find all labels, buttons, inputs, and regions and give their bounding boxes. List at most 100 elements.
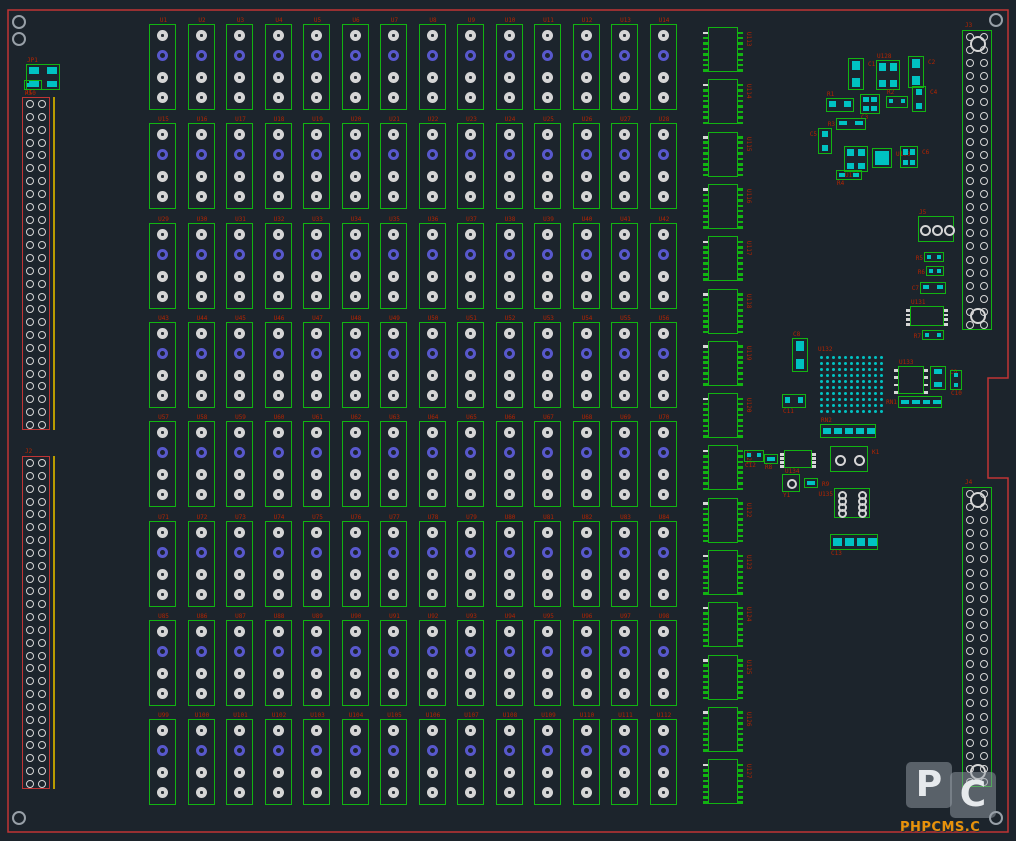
socket-footprint[interactable]: U111 — [611, 712, 638, 806]
component-c4[interactable]: C4 — [912, 86, 937, 112]
component-c9[interactable]: C9 — [930, 366, 957, 390]
socket-footprint[interactable]: U2 — [187, 17, 215, 110]
ic-footprint[interactable]: U113 — [703, 27, 752, 72]
socket-footprint[interactable]: U4 — [264, 17, 292, 110]
socket-footprint[interactable]: U3 — [226, 17, 253, 110]
component-u128[interactable]: U128 — [876, 53, 900, 90]
socket-footprint[interactable]: U48 — [341, 315, 369, 408]
socket-footprint[interactable]: U69 — [611, 414, 638, 508]
socket-footprint[interactable]: U89 — [303, 613, 330, 706]
socket-footprint[interactable]: U96 — [572, 613, 600, 706]
socket-footprint[interactable]: U79 — [457, 514, 484, 607]
ic-footprint[interactable]: U122 — [703, 497, 752, 543]
component-r7[interactable]: R7 — [914, 330, 944, 340]
socket-footprint[interactable]: U101 — [226, 712, 253, 806]
socket-footprint[interactable]: U18 — [264, 116, 292, 210]
socket-footprint[interactable]: U80 — [495, 514, 523, 607]
socket-footprint[interactable]: U7 — [380, 17, 407, 110]
socket-footprint[interactable]: U108 — [495, 712, 523, 806]
socket-footprint[interactable]: U52 — [495, 315, 523, 408]
hole-big[interactable] — [970, 36, 986, 52]
socket-footprint[interactable]: U44 — [187, 315, 215, 408]
component-rn1[interactable]: RN1 — [886, 396, 942, 408]
socket-footprint[interactable]: U71 — [149, 514, 176, 607]
socket-footprint[interactable]: U1 — [149, 17, 176, 110]
component-u135[interactable]: U135 — [819, 488, 870, 518]
component-k1[interactable]: K1 — [830, 446, 879, 472]
socket-footprint[interactable]: U76 — [341, 514, 369, 607]
hole-big[interactable] — [970, 492, 986, 508]
socket-footprint[interactable]: U14 — [649, 17, 677, 110]
socket-footprint[interactable]: U47 — [303, 315, 330, 408]
socket-footprint[interactable]: U10 — [495, 17, 523, 110]
socket-footprint[interactable]: U27 — [611, 116, 638, 210]
socket-footprint[interactable]: U67 — [534, 414, 561, 508]
socket-footprint[interactable]: U72 — [187, 514, 215, 607]
component-jp1[interactable]: JP1 — [26, 57, 60, 90]
socket-footprint[interactable]: U97 — [611, 613, 638, 706]
socket-footprint[interactable]: U75 — [303, 514, 330, 607]
socket-footprint[interactable]: U62 — [341, 414, 369, 508]
socket-footprint[interactable]: U82 — [572, 514, 600, 607]
socket-footprint[interactable]: U43 — [149, 315, 176, 408]
socket-footprint[interactable]: U37 — [457, 216, 484, 309]
ic-footprint[interactable]: U127 — [703, 759, 752, 805]
socket-footprint[interactable]: U32 — [264, 216, 292, 309]
socket-footprint[interactable]: U12 — [572, 17, 600, 110]
socket-footprint[interactable]: U45 — [226, 315, 253, 408]
component-u129[interactable]: U129 — [844, 146, 868, 179]
socket-footprint[interactable]: U106 — [418, 712, 446, 806]
component-r50[interactable]: R50 — [24, 80, 42, 97]
socket-footprint[interactable]: U33 — [303, 216, 330, 309]
ic-footprint[interactable]: U115 — [703, 131, 752, 177]
ic-footprint[interactable]: U125 — [703, 654, 752, 700]
socket-footprint[interactable]: U107 — [457, 712, 484, 806]
socket-footprint[interactable]: U54 — [572, 315, 600, 408]
socket-footprint[interactable]: U11 — [534, 17, 561, 110]
component-c5[interactable]: C5 — [810, 128, 832, 154]
component-c13[interactable]: C13 — [830, 534, 878, 557]
ic-footprint[interactable]: U118 — [703, 288, 752, 334]
socket-footprint[interactable]: U102 — [264, 712, 292, 806]
edge-connector-left-bottom[interactable]: J2 — [22, 448, 50, 789]
socket-footprint[interactable]: U100 — [187, 712, 215, 806]
socket-footprint[interactable]: U59 — [226, 414, 253, 508]
socket-footprint[interactable]: U29 — [149, 216, 176, 309]
socket-footprint[interactable]: U68 — [572, 414, 600, 508]
socket-footprint[interactable]: U50 — [418, 315, 446, 408]
ic-footprint[interactable]: U114 — [703, 79, 752, 125]
component-c10[interactable]: C10 — [950, 370, 962, 397]
ic-footprint[interactable]: U116 — [703, 183, 752, 229]
socket-footprint[interactable]: U15 — [149, 116, 176, 210]
component-u132[interactable]: U132 — [818, 346, 884, 414]
socket-footprint[interactable]: U56 — [649, 315, 677, 408]
socket-footprint[interactable]: U36 — [418, 216, 446, 309]
component-c7[interactable]: C7 — [912, 282, 946, 294]
component-j5[interactable]: J5 — [918, 209, 955, 242]
socket-footprint[interactable]: U84 — [649, 514, 677, 607]
component-c3[interactable]: C3 — [860, 94, 880, 121]
component-r3[interactable]: R3 — [828, 118, 866, 130]
ic-footprint[interactable]: U123 — [703, 550, 752, 595]
socket-footprint[interactable]: U20 — [341, 116, 369, 210]
socket-footprint[interactable]: U42 — [649, 216, 677, 309]
socket-footprint[interactable]: U104 — [341, 712, 369, 806]
socket-footprint[interactable]: U74 — [264, 514, 292, 607]
socket-footprint[interactable]: U112 — [649, 712, 677, 806]
component-r1[interactable]: R1 — [826, 91, 854, 112]
ic-footprint[interactable]: U119 — [703, 340, 752, 386]
component-c8[interactable]: C8 — [792, 331, 808, 372]
socket-footprint[interactable]: U13 — [611, 17, 638, 110]
socket-footprint[interactable]: U8 — [418, 17, 446, 110]
socket-footprint[interactable]: U83 — [611, 514, 638, 607]
socket-footprint[interactable]: U91 — [380, 613, 407, 706]
socket-footprint[interactable]: U70 — [649, 414, 677, 508]
socket-footprint[interactable]: U49 — [380, 315, 407, 408]
component-r2[interactable]: R2 — [886, 89, 908, 108]
component-c11[interactable]: C11 — [782, 394, 806, 415]
socket-footprint[interactable]: U63 — [380, 414, 407, 508]
socket-footprint[interactable]: U81 — [534, 514, 561, 607]
ic-footprint[interactable]: U121 — [703, 445, 752, 491]
socket-footprint[interactable]: U60 — [264, 414, 292, 508]
socket-footprint[interactable]: U9 — [457, 17, 484, 110]
